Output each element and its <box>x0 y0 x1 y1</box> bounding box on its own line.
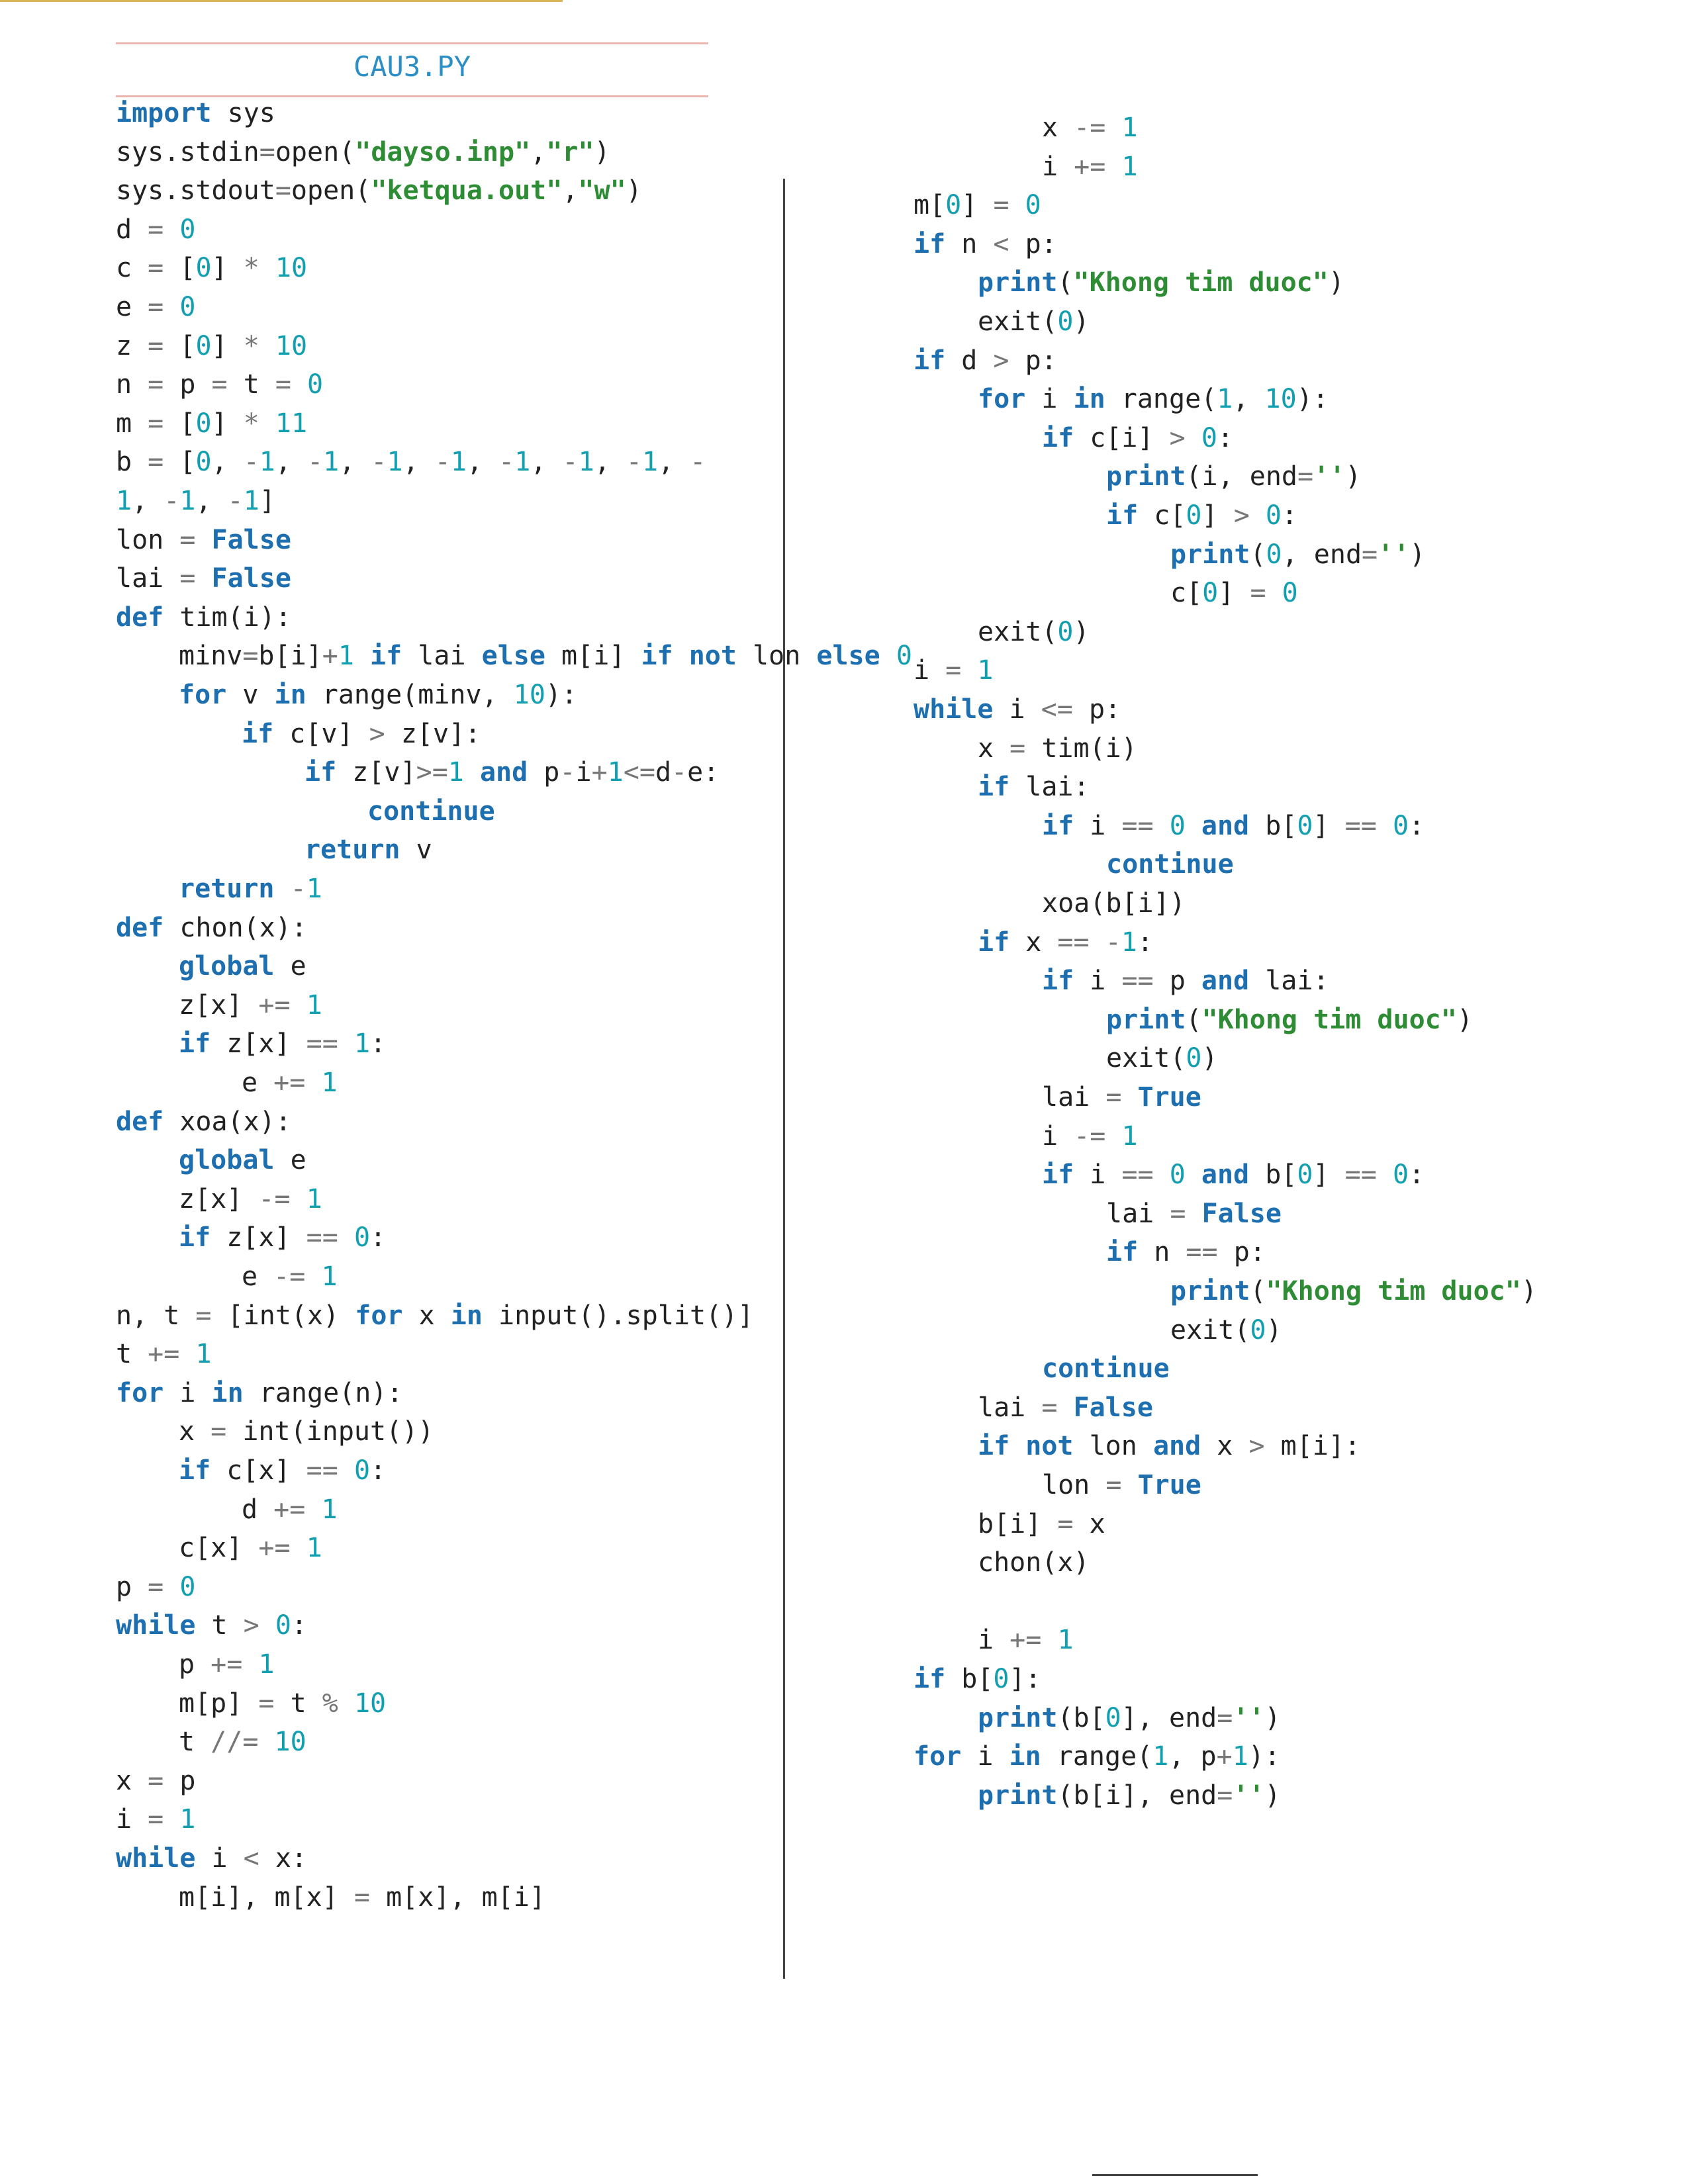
code-line: for i in range(1, p+1): <box>914 1741 1280 1772</box>
code-line: print("Khong tim duoc") <box>978 267 1344 298</box>
code-line: if i == p and lai: <box>1042 966 1329 997</box>
column-divider <box>783 179 785 1979</box>
code-line: return -1 <box>179 874 322 904</box>
code-line: t //= 10 <box>179 1727 306 1758</box>
code-line: p += 1 <box>179 1649 275 1680</box>
code-line: e -= 1 <box>242 1261 338 1292</box>
code-line: e = 0 <box>116 292 196 322</box>
code-line: print("Khong tim duoc") <box>1170 1276 1537 1306</box>
code-line: sys.stdout=open("ketqua.out","w") <box>116 175 642 206</box>
code-line: print(b[0], end='') <box>978 1702 1281 1733</box>
code-line: if c[x] == 0: <box>179 1455 387 1486</box>
code-line: d += 1 <box>242 1494 338 1525</box>
code-line: import sys <box>116 98 275 128</box>
code-line: p = 0 <box>116 1571 196 1602</box>
code-line: print(i, end='') <box>1106 461 1362 492</box>
code-line: if c[v] > z[v]: <box>242 718 481 749</box>
code-line: if b[0]: <box>914 1664 1041 1694</box>
code-line: if n == p: <box>1106 1237 1266 1268</box>
code-line: c[0] = 0 <box>1170 578 1298 609</box>
code-line: while i < x: <box>116 1843 308 1874</box>
code-line: x = tim(i) <box>978 733 1137 764</box>
code-line: i += 1 <box>1042 151 1138 182</box>
code-line: exit(0) <box>978 616 1090 647</box>
code-line: for v in range(minv, 10): <box>179 680 578 710</box>
code-line: def tim(i): <box>116 602 291 633</box>
code-line: if z[x] == 0: <box>179 1222 387 1253</box>
code-line: for i in range(n): <box>116 1377 403 1408</box>
code-line: m[p] = t % 10 <box>179 1688 387 1719</box>
code-line: n = p = t = 0 <box>116 369 324 400</box>
code-line: c = [0] * 10 <box>116 253 308 284</box>
code-line: if not lon and x > m[i]: <box>978 1431 1361 1462</box>
code-line: lai = False <box>1106 1198 1282 1229</box>
code-line: z = [0] * 10 <box>116 330 308 361</box>
code-line: x = p <box>116 1765 196 1796</box>
code-line: if c[0] > 0: <box>1106 500 1298 531</box>
code-line: if z[x] == 1: <box>179 1028 387 1060</box>
code-line: def chon(x): <box>116 912 307 943</box>
code-line: b = [0, -1, -1, -1, -1, -1, -1, -1, - <box>116 447 706 478</box>
code-line: i -= 1 <box>1042 1120 1138 1152</box>
code-line: global e <box>179 1145 306 1176</box>
code-line: if lai: <box>978 772 1090 803</box>
code-line: lai = False <box>978 1392 1153 1423</box>
code-line: print("Khong tim duoc") <box>1106 1004 1473 1035</box>
code-line: z[x] -= 1 <box>179 1183 322 1214</box>
code-line: if i == 0 and b[0] == 0: <box>1042 810 1425 841</box>
code-line: def xoa(x): <box>116 1106 291 1137</box>
end-rule <box>0 0 563 2</box>
code-line: xoa(b[i]) <box>1042 888 1186 919</box>
code-line: if d > p: <box>914 345 1057 376</box>
code-line: z[x] += 1 <box>179 989 322 1021</box>
code-line: t += 1 <box>116 1339 212 1370</box>
code-line: print(b[i], end='') <box>978 1780 1281 1811</box>
code-line: exit(0) <box>1170 1314 1282 1345</box>
code-line: m[0] = 0 <box>914 190 1041 221</box>
title-rule <box>116 95 708 97</box>
code-line: minv=b[i]+1 if lai else m[i] if not lon … <box>179 641 912 672</box>
code-line: lai = False <box>116 563 291 594</box>
footer-line <box>1092 2174 1258 2176</box>
code-line: exit(0) <box>1106 1043 1218 1074</box>
code-line: 1, -1, -1] <box>116 486 275 516</box>
code-line: global e <box>179 951 306 982</box>
code-line: d = 0 <box>116 214 196 245</box>
code-line: sys.stdin=open("dayso.inp","r") <box>116 136 610 167</box>
code-line: exit(0) <box>978 306 1090 337</box>
code-line: lon = False <box>116 524 291 555</box>
code-line: lon = True <box>1042 1470 1201 1500</box>
code-line: e += 1 <box>242 1068 338 1098</box>
code-line: while i <= p: <box>914 694 1121 725</box>
code-line: if x == -1: <box>978 927 1153 958</box>
code-line: i = 1 <box>116 1804 196 1835</box>
code-line: continue <box>1106 849 1234 880</box>
code-line: m[i], m[x] = m[x], m[i] <box>179 1882 545 1913</box>
code-line: if n < p: <box>914 228 1057 259</box>
code-line: return v <box>305 835 432 866</box>
code-line: c[x] += 1 <box>179 1533 322 1564</box>
code-line: print(0, end='') <box>1170 539 1426 570</box>
file-title: CAU3.PY <box>353 50 471 83</box>
code-line: x -= 1 <box>1042 113 1138 143</box>
code-line: continue <box>1042 1353 1170 1385</box>
code-line: lai = True <box>1042 1082 1201 1113</box>
code-line: if i == 0 and b[0] == 0: <box>1042 1160 1425 1191</box>
code-line: chon(x) <box>978 1547 1090 1578</box>
code-line: if c[i] > 0: <box>1042 422 1234 453</box>
code-line: while t > 0: <box>116 1610 308 1641</box>
code-line: i = 1 <box>914 655 994 686</box>
code-line: continue <box>367 796 495 827</box>
code-line: m = [0] * 11 <box>116 408 308 439</box>
code-line: for i in range(1, 10): <box>978 384 1329 415</box>
code-line: b[i] = x <box>978 1508 1105 1539</box>
code-line: i += 1 <box>978 1625 1074 1656</box>
code-line: n, t = [int(x) for x in input().split()] <box>116 1300 754 1331</box>
code-line: if z[v]>=1 and p-i+1<=d-e: <box>305 757 720 788</box>
top-rule <box>116 42 708 44</box>
code-line: x = int(input()) <box>179 1416 434 1447</box>
